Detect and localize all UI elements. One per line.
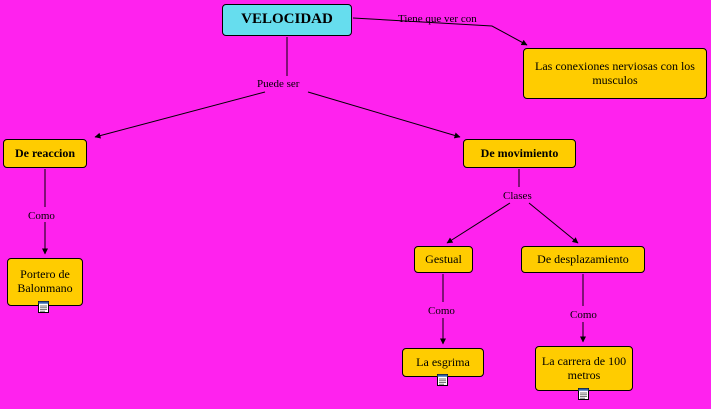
edge-clases-gestual bbox=[446, 202, 511, 244]
link-label-como-reaccion: Como bbox=[28, 210, 55, 222]
link-label-como-gestual: Como bbox=[428, 305, 455, 317]
node-conexiones[interactable]: Las conexiones nerviosas con los musculo… bbox=[523, 48, 707, 99]
node-label-portero: Portero de Balonmano bbox=[17, 267, 73, 295]
edge-puedeser-reaccion bbox=[94, 91, 266, 139]
node-desplazamiento[interactable]: De desplazamiento bbox=[521, 246, 645, 273]
node-label-conexiones: Las conexiones nerviosas con los musculo… bbox=[535, 58, 695, 87]
esgrima-doc-icon[interactable] bbox=[437, 373, 448, 386]
edge-puedeser-movimiento bbox=[307, 91, 461, 139]
portero-doc-icon[interactable] bbox=[38, 300, 49, 313]
node-portero[interactable]: Portero de Balonmano bbox=[7, 258, 83, 306]
node-label-carrera: La carrera de 100 metros bbox=[541, 353, 627, 382]
node-de-reaccion[interactable]: De reaccion bbox=[3, 139, 87, 168]
edge-clases-desplazamiento bbox=[528, 202, 579, 244]
link-label-tiene-que-ver-con: Tiene que ver con bbox=[398, 13, 477, 25]
link-label-como-desplaz: Como bbox=[570, 309, 597, 321]
node-carrera[interactable]: La carrera de 100 metros bbox=[535, 346, 633, 391]
carrera-doc-icon[interactable] bbox=[578, 387, 589, 400]
node-esgrima[interactable]: La esgrima bbox=[402, 348, 484, 377]
node-label-de-movimiento: De movimiento bbox=[480, 145, 559, 160]
node-velocidad[interactable]: VELOCIDAD bbox=[222, 4, 352, 36]
node-label-de-reaccion: De reaccion bbox=[14, 145, 76, 160]
node-label-gestual: Gestual bbox=[425, 251, 462, 266]
link-label-clases: Clases bbox=[503, 190, 532, 202]
node-label-esgrima: La esgrima bbox=[416, 354, 470, 369]
link-label-puede-ser: Puede ser bbox=[257, 78, 300, 90]
node-label-desplazamiento: De desplazamiento bbox=[537, 251, 629, 266]
node-label-velocidad: VELOCIDAD bbox=[241, 11, 333, 28]
node-de-movimiento[interactable]: De movimiento bbox=[463, 139, 576, 168]
node-gestual[interactable]: Gestual bbox=[414, 246, 473, 273]
